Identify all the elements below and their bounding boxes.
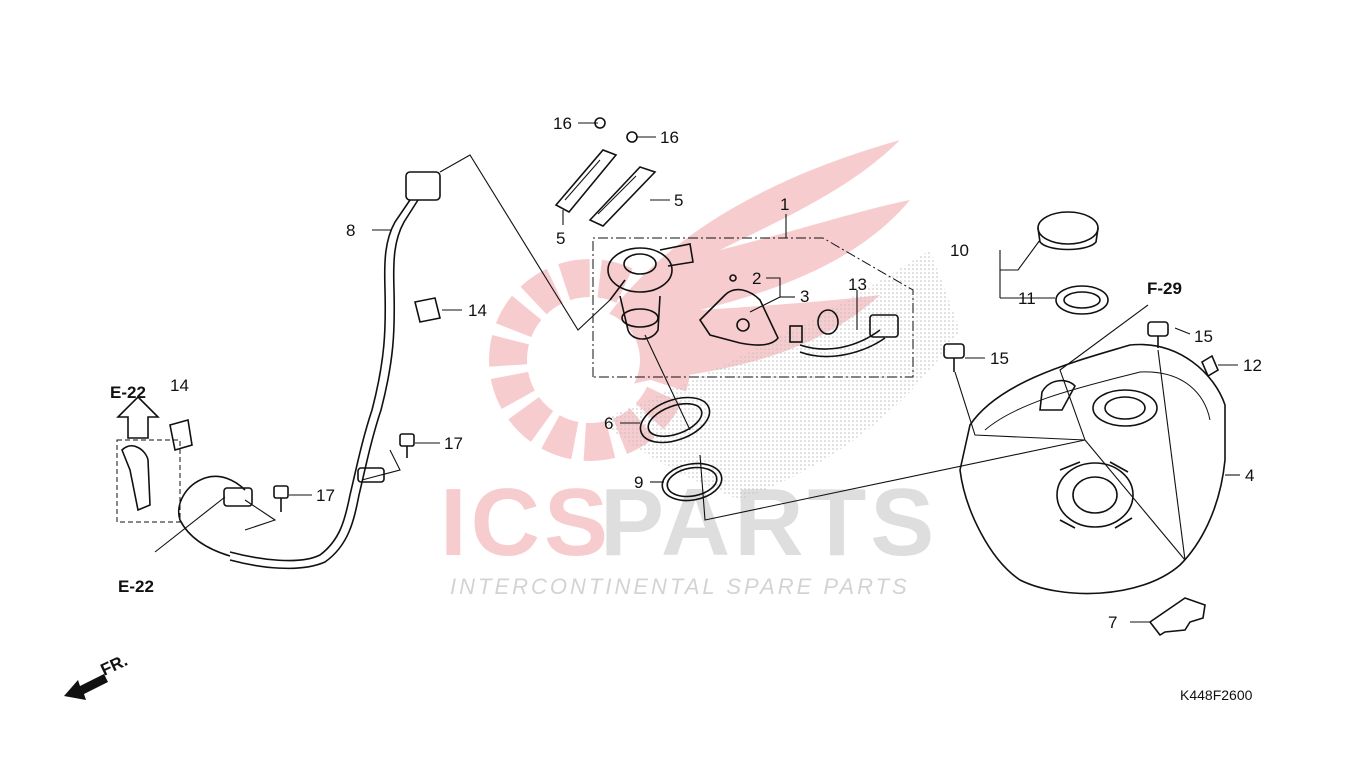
callout-13: 13 [848,275,867,294]
dotted-shading [600,250,960,500]
callout-15-right: 15 [1194,327,1213,346]
callout-9: 9 [634,473,643,492]
callout-5-right: 5 [674,191,683,210]
callout-17-lower: 17 [316,486,335,505]
callout-2: 2 [752,269,761,288]
callout-7: 7 [1108,613,1117,632]
cover-5-left [554,149,618,214]
callout-16-right: 16 [660,128,679,147]
fuel-cap [1037,211,1099,251]
callout-14-upper: 14 [468,301,487,320]
clip-14-lower [169,418,193,452]
callout-8: 8 [346,221,355,240]
watermark-brand-ics: ICS [440,469,612,576]
clip-12 [1200,354,1220,378]
bracket-7 [1148,597,1206,637]
callout-10: 10 [950,241,969,260]
watermark-tagline: INTERCONTINENTAL SPARE PARTS [450,574,910,599]
wing-logo [560,140,910,400]
bolt-15-left [943,343,965,372]
callout-14-lower: 14 [170,376,189,395]
leader-lines [154,122,1240,623]
bolt-17-lower [273,485,289,512]
callout-12: 12 [1243,356,1262,375]
callouts: 1 2 3 13 16 16 5 5 6 9 10 11 15 15 12 4 … [170,114,1262,632]
diagram-code: K448F2600 [1180,687,1253,703]
callout-15-left: 15 [990,349,1009,368]
bolt-15-right [1147,321,1169,348]
o-ring-9 [661,462,723,502]
bolt-17-upper [399,433,415,458]
callout-5-left: 5 [556,229,565,248]
callout-1: 1 [780,195,789,214]
callout-4: 4 [1245,466,1254,485]
reference-f29: F-29 [1147,279,1182,298]
callout-17-upper: 17 [444,434,463,453]
cap-gasket [1055,285,1109,315]
callout-11: 11 [1018,289,1036,308]
callout-3: 3 [800,287,809,306]
wire-harness-8 [178,171,441,570]
watermark-text: ICS PARTS INTERCONTINENTAL SPARE PARTS [440,469,938,599]
fuel-pump-assembly [592,237,914,378]
watermark-brand-parts: PARTS [600,469,938,576]
clip-14-upper [414,297,441,323]
gear-logo [489,259,691,461]
cover-5-right [588,166,657,227]
watermark [489,140,960,500]
callout-16-left: 16 [553,114,572,133]
gasket-6 [639,396,711,444]
fuel-tank [959,343,1226,595]
e22-bracket [116,395,181,523]
front-direction-arrow: FR. [64,651,131,700]
reference-e22-bottom: E-22 [118,577,154,596]
reference-e22-top: E-22 [110,383,146,402]
callout-6: 6 [604,414,613,433]
nut-16-right [626,131,638,143]
